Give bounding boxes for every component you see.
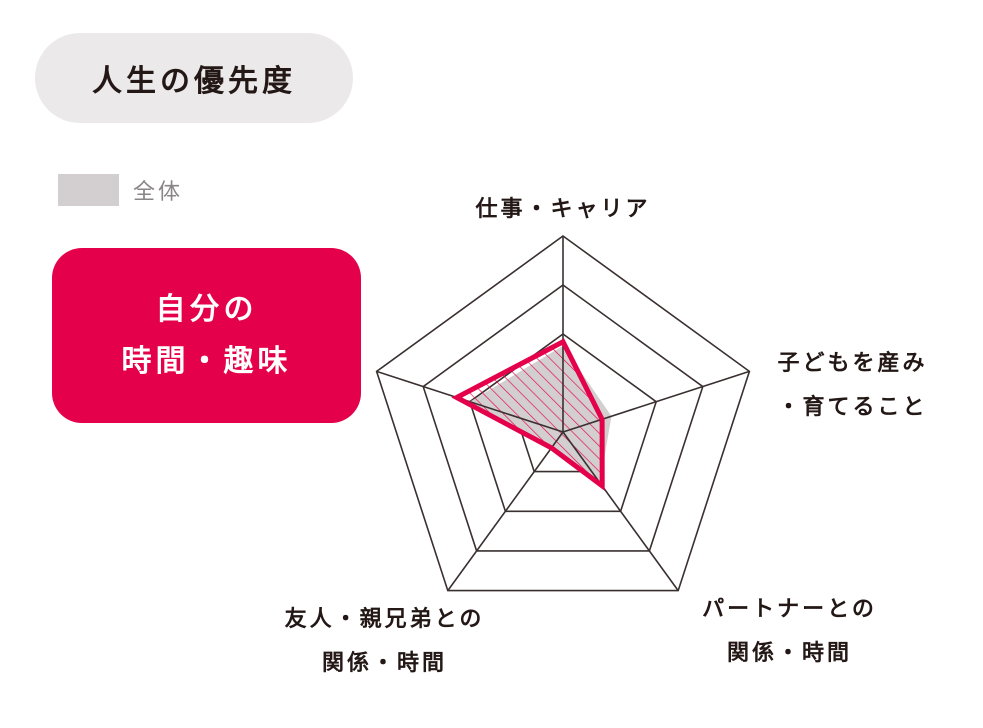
page-title-text: 人生の優先度 [92,64,296,99]
axis-label-friends-line2: 関係・時間 [321,651,447,676]
axis-label-friends-family: 友人・親兄弟との 関係・時間 [262,598,507,686]
radar-ring [422,284,704,552]
axis-label-children: 子どもを産み ・育てること [760,342,945,430]
radar-spoke [447,431,564,592]
category-line2: 時間・趣味 [121,343,292,379]
page-title: 人生の優先度 [35,33,353,123]
axis-label-partner-line1: パートナーとの [702,597,877,622]
category-badge: 自分の 時間・趣味 [52,248,361,423]
series-self-hatch [456,341,603,486]
radar-ring [375,235,751,592]
axis-label-career: 仕事・キャリア [463,188,663,232]
radar-spokes [376,236,750,592]
axis-label-friends-line1: 友人・親兄弟との [284,607,485,632]
series-self-outline [451,338,605,491]
axis-label-children-line1: 子どもを産み [777,351,928,376]
legend-swatch-overall [58,174,119,206]
radar-spoke [562,370,750,433]
category-line1: 自分の [155,291,258,327]
axis-label-children-line2: ・育てること [777,395,928,420]
axis-label-career-line1: 仕事・キャリア [475,197,651,222]
legend: 全体 [58,174,183,206]
legend-label-overall: 全体 [133,180,184,205]
axis-label-partner: パートナーとの 関係・時間 [682,588,897,676]
axis-label-partner-line2: 関係・時間 [726,641,852,666]
radar-spoke [562,431,679,592]
